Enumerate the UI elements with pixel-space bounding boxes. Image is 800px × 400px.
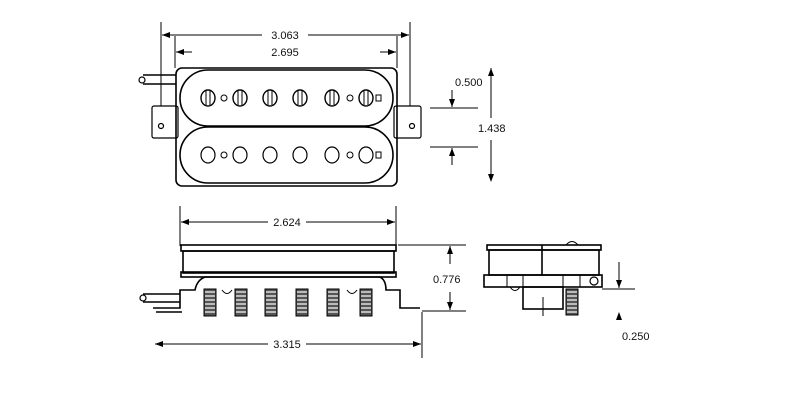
dim-cover-length: 2.624 (273, 217, 301, 229)
arrowhead (616, 312, 622, 320)
dim-overall-height: 1.438 (478, 123, 506, 135)
screw-pole-icon (358, 89, 374, 107)
dim-overall-width: 3.063 (271, 30, 299, 42)
mounting-ear-left (151, 105, 179, 139)
front-view: 2.624 0.776 3.315 (139, 206, 466, 358)
screw-pole-icon (324, 89, 340, 107)
slug-pole-icon (324, 146, 340, 164)
slug-pole-icon (200, 146, 216, 164)
arrowhead (488, 174, 494, 182)
baseplate-top (175, 67, 398, 187)
dim-baseplate-length: 3.315 (273, 339, 301, 351)
rivet-icon (220, 151, 228, 159)
slug-pole-icon (232, 146, 248, 164)
screw-poles (200, 89, 382, 107)
rivet-icon (346, 151, 354, 159)
slug-pole-icon (262, 146, 278, 164)
terminal-icon (375, 94, 382, 102)
cover-top-lip (180, 244, 397, 252)
mounting-hole-icon (157, 122, 165, 130)
side-screw (565, 288, 579, 316)
dim-coil-spacing: 0.500 (455, 77, 483, 89)
screw-head (565, 241, 579, 246)
slug-poles (200, 146, 382, 164)
threaded-screw (565, 288, 579, 316)
wire-end-icon (139, 294, 147, 302)
dim-height: 0.776 (433, 274, 461, 286)
rivet-icon (346, 94, 354, 102)
cover-body (182, 250, 395, 274)
wire-end-icon (138, 76, 146, 84)
top-view: 3.063 2.695 0.500 1.438 (138, 22, 506, 187)
slug-pole-icon (358, 146, 374, 164)
coil-slug-side (179, 126, 394, 184)
coil-screw-side (179, 69, 394, 127)
side-baseplate (483, 274, 603, 288)
mounting-ear-right (393, 105, 422, 139)
screw-pole-icon (262, 89, 278, 107)
screw-pole-icon (200, 89, 216, 107)
dim-cover-width: 2.695 (271, 47, 299, 59)
rivet-icon (220, 94, 228, 102)
rivet-profile (346, 289, 358, 294)
rivet-profile (221, 289, 233, 294)
dim-screw-protrusion: 0.250 (622, 331, 650, 343)
screw-pole-icon (232, 89, 248, 107)
side-screw-head (589, 276, 599, 286)
terminal-icon (375, 151, 382, 159)
baseplate-profile (153, 276, 420, 309)
mounting-hole-icon (408, 122, 416, 130)
slug-pole-icon (292, 146, 308, 164)
side-view: 0.250 (483, 241, 650, 343)
side-cover-body (488, 249, 600, 276)
front-screws (203, 288, 373, 317)
screw-pole-icon (292, 89, 308, 107)
magnet-edge (509, 286, 521, 291)
